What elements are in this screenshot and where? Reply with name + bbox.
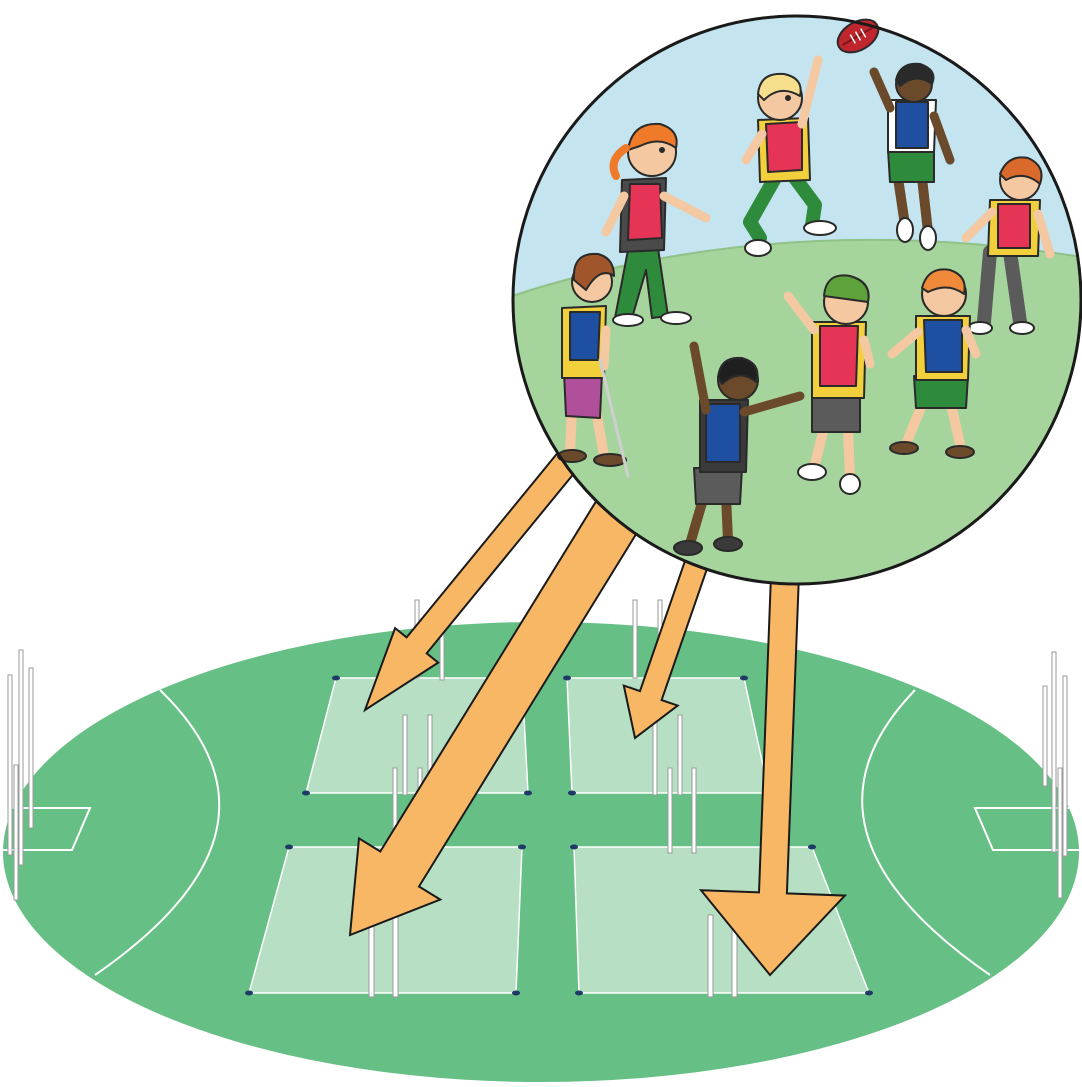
goal-post-icon [14, 765, 18, 900]
football-oval [0, 622, 1082, 1082]
goal-post-icon [29, 668, 33, 828]
goal-post-icon [692, 768, 696, 853]
goal-post-icon [8, 675, 12, 855]
goal-post-icon [19, 650, 23, 865]
goal-post-icon [708, 915, 713, 997]
goal-post-icon [668, 768, 672, 853]
goal-post-icon [403, 715, 407, 795]
goal-post-icon [633, 600, 637, 678]
goal-post-icon [1063, 676, 1067, 856]
goal-post-icon [393, 915, 398, 997]
oval-grass [3, 622, 1079, 1082]
goal-post-icon [1052, 652, 1056, 852]
goal-post-icon [1043, 686, 1047, 786]
goal-post-icon [653, 715, 657, 795]
goal-post-icon [1058, 768, 1062, 898]
goal-post-icon [678, 715, 682, 795]
zoom-circle [500, 0, 1082, 600]
